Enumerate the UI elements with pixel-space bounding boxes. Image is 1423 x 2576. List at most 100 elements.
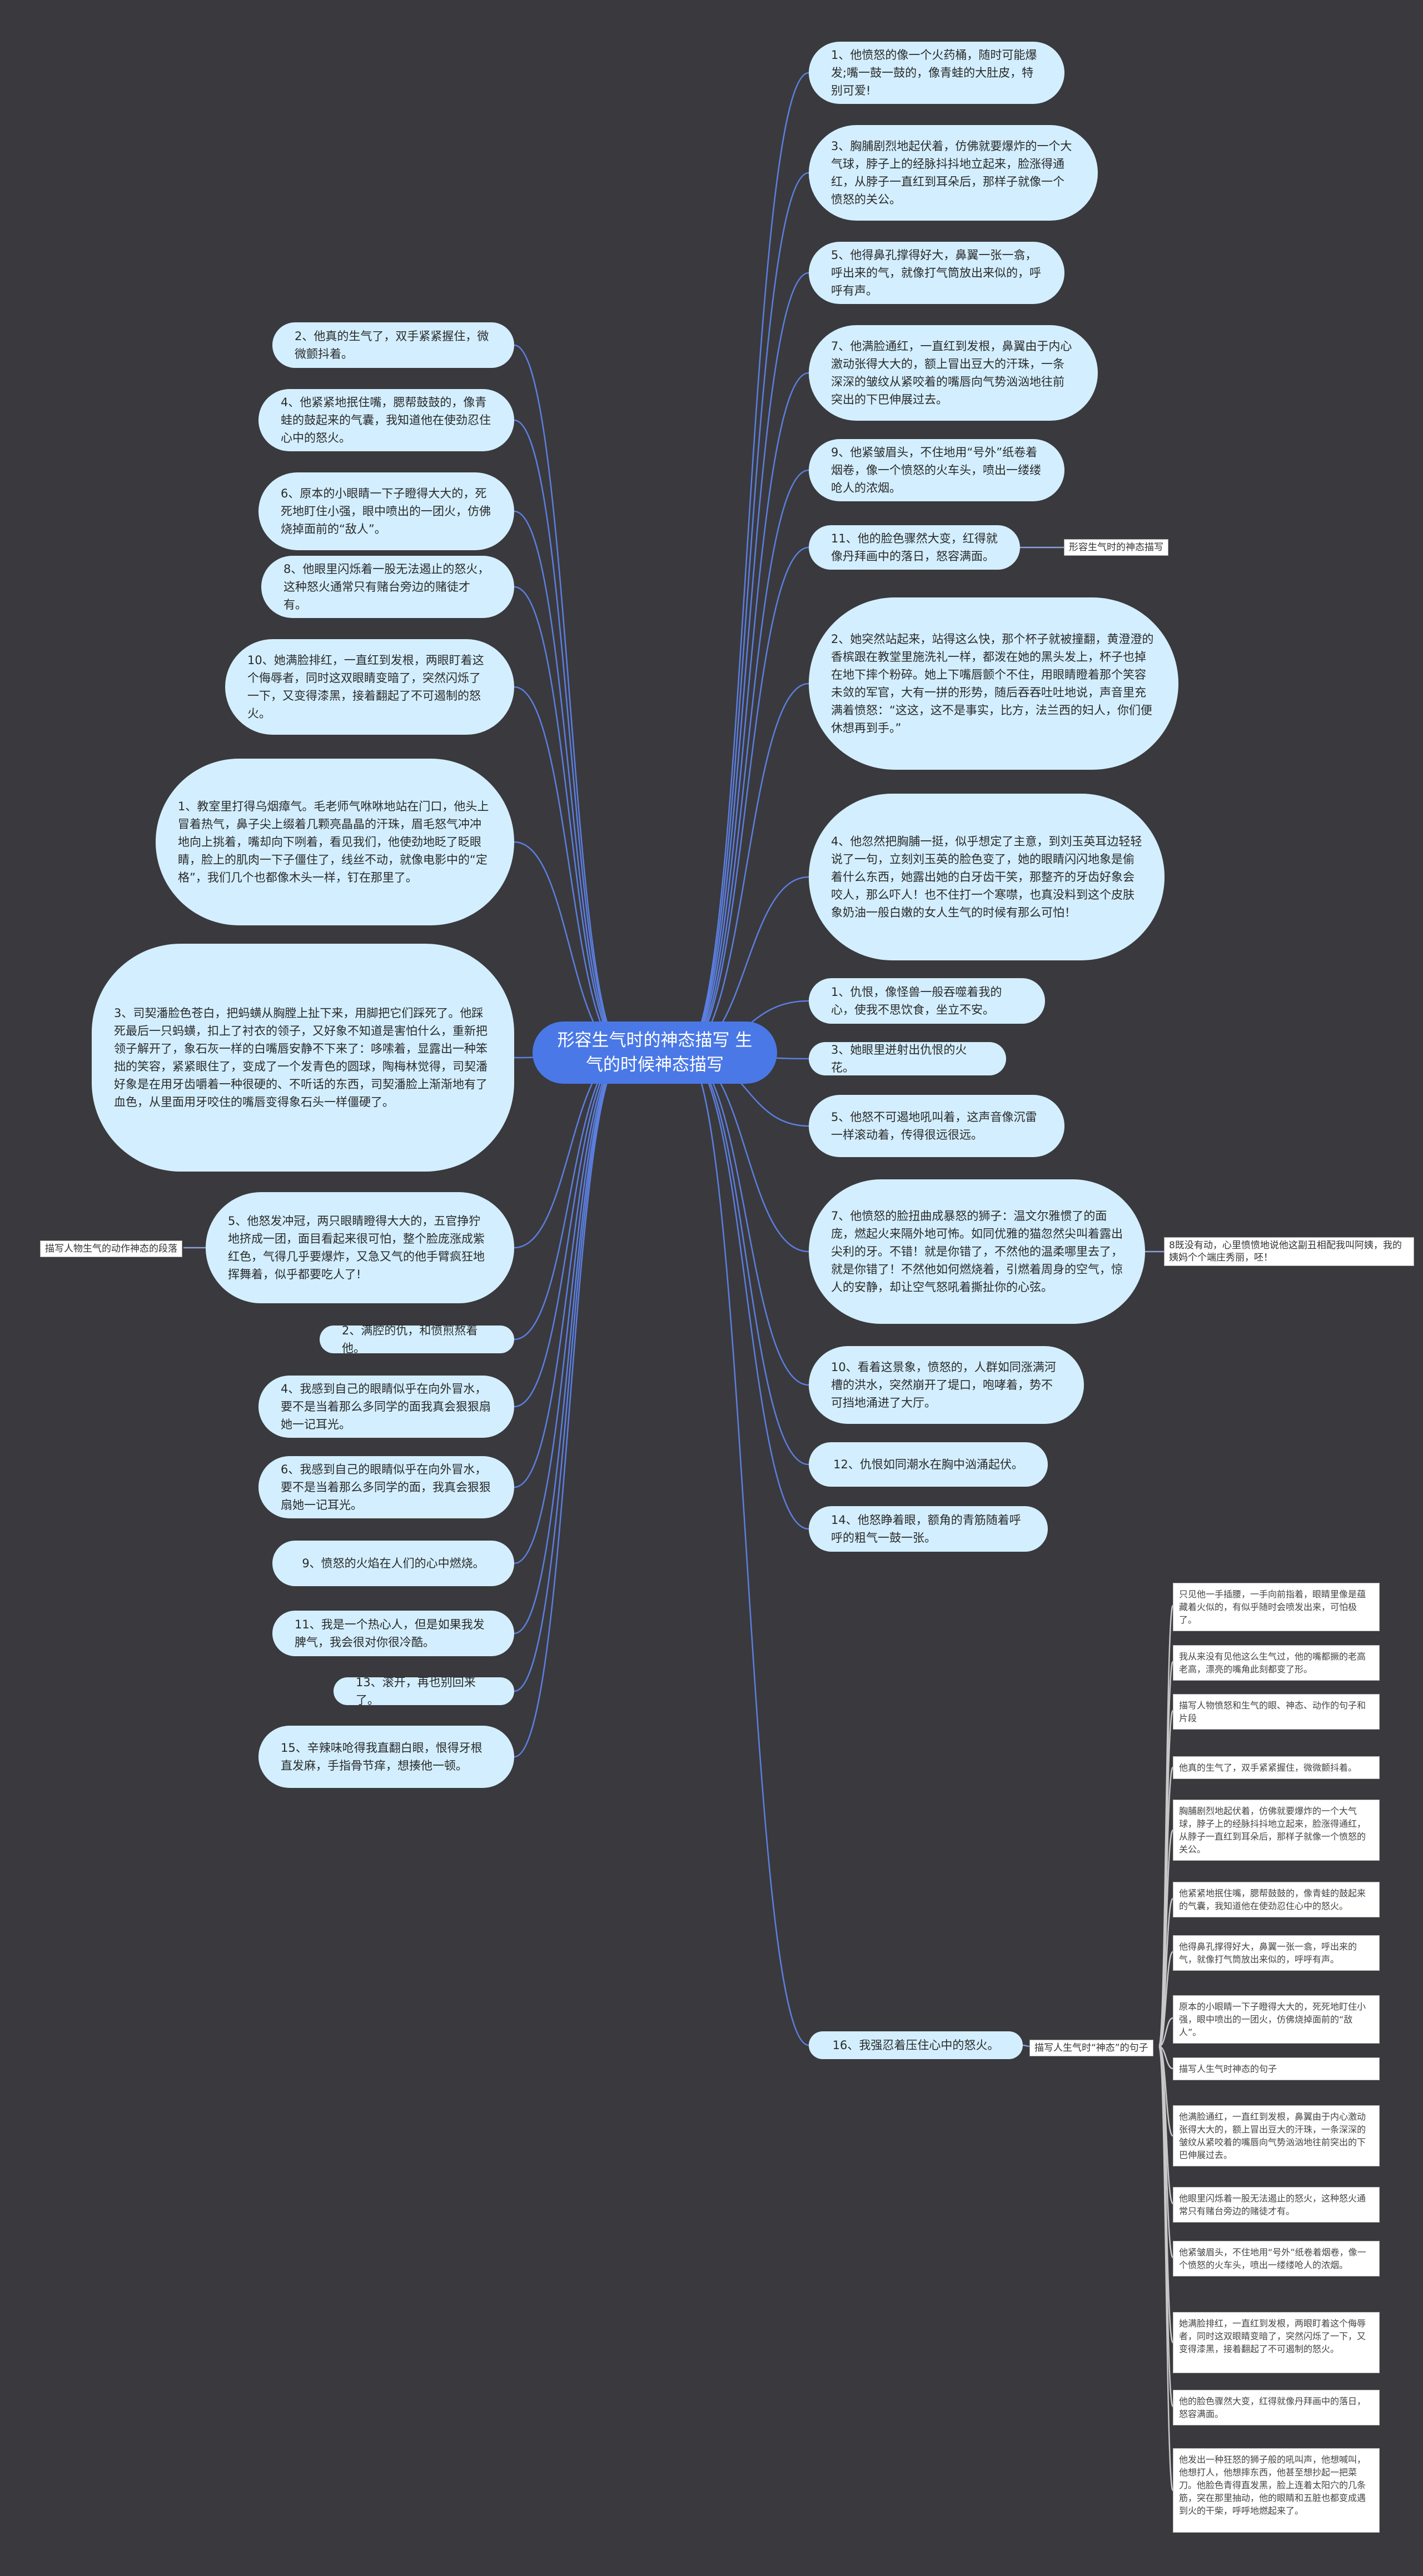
tag-character-action[interactable]: 描写人物生气的动作神态的段落 bbox=[40, 1240, 182, 1257]
left-branch-node[interactable]: 15、辛辣味呛得我直翻白眼，恨得牙根直发麻，手指骨节痒，想揍他一顿。 bbox=[258, 1726, 514, 1788]
connector-left bbox=[514, 1052, 626, 1758]
left-branch-node-text: 2、满腔的仇，和愤煎熬着他。 bbox=[342, 1324, 478, 1355]
left-branch-node[interactable]: 6、我感到自己的眼睛似乎在向外冒水，要不是当着那么多同学的面，我真会狠狠扇她一记… bbox=[258, 1456, 514, 1518]
left-branch-node-text: 6、我感到自己的眼睛似乎在向外冒水，要不是当着那么多同学的面，我真会狠狠扇她一记… bbox=[281, 1463, 491, 1512]
right-branch-node-text: 14、他怒睁着眼，额角的青筋随着呼呼的粗气一鼓一张。 bbox=[831, 1513, 1021, 1544]
leaf-node[interactable]: 他得鼻孔撑得好大，鼻翼一张一翕，呼出来的气，就像打气筒放出来似的，呼呼有声。 bbox=[1173, 1935, 1380, 1971]
right-branch-node[interactable]: 1、他愤怒的像一个火药桶，随时可能爆发;嘴一鼓一鼓的，像青蛙的大肚皮，特别可爱! bbox=[809, 42, 1064, 104]
connector-left bbox=[514, 419, 626, 1054]
right-branch-node-text: 3、她眼里迸射出仇恨的火花。 bbox=[831, 1043, 967, 1074]
root-node[interactable]: 形容生气时的神态描写 生气的时候神态描写 bbox=[533, 1022, 777, 1084]
leaf-node[interactable]: 描写人生气时神态的句子 bbox=[1173, 2057, 1380, 2080]
connector-right bbox=[683, 272, 809, 1054]
left-branch-node-text: 4、我感到自己的眼睛似乎在向外冒水，要不是当着那么多同学的面我真会狠狠扇她一记耳… bbox=[281, 1382, 491, 1431]
connector-right bbox=[683, 682, 809, 1054]
right-branch-node-text: 5、他怒不可遏地吼叫着，这声音像沉雷一样滚动着，传得很远很远。 bbox=[831, 1110, 1037, 1142]
leaf-node[interactable]: 原本的小眼睛一下子瞪得大大的，死死地盯住小强，眼中喷出的一团火，仿佛烧掉面前的“… bbox=[1173, 1995, 1380, 2044]
right-branch-node[interactable]: 4、他忽然把胸脯一挺，似乎想定了主意，到刘玉英耳边轻轻说了一句，立刻刘玉英的脸色… bbox=[809, 794, 1165, 960]
connector-left bbox=[514, 1052, 626, 1488]
leaf-node[interactable]: 他眼里闪烁着一股无法遏止的怒火，这种怒火通常只有赌台旁边的赌徒才有。 bbox=[1173, 2187, 1380, 2223]
leaf-node[interactable]: 他真的生气了，双手紧紧握住，微微颤抖着。 bbox=[1173, 1756, 1380, 1779]
left-branch-node-text: 13、滚开，再也别回来了。 bbox=[356, 1676, 476, 1707]
connector-right bbox=[683, 1052, 809, 1466]
left-branch-node[interactable]: 2、满腔的仇，和愤煎熬着他。 bbox=[320, 1324, 514, 1355]
left-branch-node[interactable]: 11、我是一个热心人，但是如果我发脾气，我会很对你很冷酷。 bbox=[272, 1611, 514, 1656]
connector-right bbox=[683, 72, 809, 1054]
right-branch-node[interactable]: 7、他愤怒的脸扭曲成暴怒的狮子：温文尔雅惯了的面庞，燃起火来隔外地可怖。如同优雅… bbox=[809, 1179, 1145, 1324]
left-branch-node-text: 15、辛辣味呛得我直翻白眼，恨得牙根直发麻，手指骨节痒，想揍他一顿。 bbox=[281, 1741, 482, 1772]
right-branch-node[interactable]: 12、仇恨如同潮水在胸中汹涌起伏。 bbox=[809, 1442, 1048, 1487]
leaf-node[interactable]: 描写人物愤怒和生气的眼、神态、动作的句子和片段 bbox=[1173, 1694, 1380, 1730]
right-branch-node-text: 16、我强忍着压住心中的怒火。 bbox=[832, 2039, 999, 2052]
left-branch-node-text: 11、我是一个热心人，但是如果我发脾气，我会很对你很冷酷。 bbox=[295, 1618, 485, 1649]
leaf-node[interactable]: 他满脸通红，一直红到发根，鼻翼由于内心激动张得大大的，额上冒出豆大的汗珠，一条深… bbox=[1173, 2105, 1380, 2166]
right-branch-node[interactable]: 3、胸脯剧烈地起伏着，仿佛就要爆炸的一个大气球，脖子上的经脉抖抖地立起来，脸涨得… bbox=[809, 125, 1098, 221]
right-branch-node[interactable]: 9、他紧皱眉头，不住地用“号外”纸卷着烟卷，像一个愤怒的火车头，喷出一缕缕呛人的… bbox=[809, 439, 1064, 501]
connector-right bbox=[683, 1052, 809, 2046]
connector-left bbox=[514, 1052, 626, 1564]
connector-leaf bbox=[1158, 2045, 1174, 2492]
tag-note-right[interactable]: 8既没有动，心里愤愤地说他这副丑相配我叫阿姨，我的姨妈个个端庄秀丽，呸！ bbox=[1164, 1237, 1414, 1266]
left-branch-node-text: 2、他真的生气了，双手紧紧握住，微微颤抖着。 bbox=[295, 330, 489, 361]
right-branch-node[interactable]: 14、他怒睁着眼，额角的青筋随着呼呼的粗气一鼓一张。 bbox=[809, 1506, 1048, 1552]
right-branch-node[interactable]: 7、他满脸通红，一直红到发根，鼻翼由于内心激动张得大大的，额上冒出豆大的汗珠，一… bbox=[809, 325, 1098, 421]
right-branch-node-text: 1、仇恨，像怪兽一般吞噬着我的心，使我不思饮食，坐立不安。 bbox=[831, 985, 1002, 1017]
right-branch-node[interactable]: 10、看着这景象，愤怒的，人群如同涨满河槽的洪水，突然崩开了堤口，咆哮着，势不可… bbox=[809, 1346, 1084, 1424]
tag-anger-sentences[interactable]: 描写人生气时“神态”的句子 bbox=[1029, 2040, 1153, 2056]
connector-right bbox=[683, 546, 809, 1054]
leaf-node[interactable]: 我从来没有见他这么生气过，他的嘴都撅的老高老高，漂亮的嘴角此刻都变了形。 bbox=[1173, 1645, 1380, 1681]
left-branch-node-text: 3、司契潘脸色苍白，把蚂蟥从胸膛上扯下来，用脚把它们踩死了。他踩死最后一只蚂蟥，… bbox=[114, 1007, 487, 1109]
left-branch-node[interactable]: 2、他真的生气了，双手紧紧握住，微微颤抖着。 bbox=[272, 322, 514, 368]
connector-right bbox=[683, 1052, 809, 1386]
right-branch-node-text: 10、看着这景象，愤怒的，人群如同涨满河槽的洪水，突然崩开了堤口，咆哮着，势不可… bbox=[831, 1361, 1056, 1409]
left-branch-node[interactable]: 5、他怒发冲冠，两只眼睛瞪得大大的，五官挣狞地挤成一团，面目看起来很可怕，整个脸… bbox=[206, 1192, 514, 1303]
right-branch-node-text: 2、她突然站起来，站得这么快，那个杯子就被撞翻，黄澄澄的香槟跟在教堂里施洗礼一样… bbox=[831, 632, 1154, 735]
left-branch-node[interactable]: 3、司契潘脸色苍白，把蚂蟥从胸膛上扯下来，用脚把它们踩死了。他踩死最后一只蚂蟥，… bbox=[92, 944, 514, 1172]
leaf-node[interactable]: 他发出一种狂怒的狮子般的吼叫声，他想喊叫，他想打人，他想摔东西，他甚至想抄起一把… bbox=[1173, 2448, 1380, 2533]
right-branch-node-text: 5、他得鼻孔撑得好大，鼻翼一张一翕，呼出来的气，就像打气筒放出来似的，呼呼有声。 bbox=[831, 248, 1041, 297]
left-branch-node[interactable]: 4、他紧紧地抿住嘴，腮帮鼓鼓的，像青蛙的鼓起来的气囊，我知道他在使劲忍住心中的怒… bbox=[258, 389, 514, 451]
connector-left bbox=[514, 510, 626, 1054]
right-branch-node-text: 12、仇恨如同潮水在胸中汹涌起伏。 bbox=[833, 1458, 1023, 1471]
right-branch-node[interactable]: 3、她眼里迸射出仇恨的火花。 bbox=[809, 1042, 1006, 1075]
connector-left bbox=[514, 1052, 626, 1341]
connector-left bbox=[514, 1052, 626, 1692]
right-branch-node[interactable]: 1、仇恨，像怪兽一般吞噬着我的心，使我不思饮食，坐立不安。 bbox=[809, 978, 1045, 1024]
left-branch-node-text: 5、他怒发冲冠，两只眼睛瞪得大大的，五官挣狞地挤成一团，面目看起来很可怕，整个脸… bbox=[228, 1214, 485, 1281]
left-branch-node[interactable]: 6、原本的小眼睛一下子瞪得大大的，死死地盯住小强，眼中喷出的一团火，仿佛烧掉面前… bbox=[258, 472, 514, 550]
leaf-node[interactable]: 胸脯剧烈地起伏着，仿佛就要爆炸的一个大气球，脖子上的经脉抖抖地立起来，脸涨得通红… bbox=[1173, 1800, 1380, 1861]
left-branch-node[interactable]: 13、滚开，再也别回来了。 bbox=[334, 1676, 514, 1707]
left-branch-node[interactable]: 4、我感到自己的眼睛似乎在向外冒水，要不是当着那么多同学的面我真会狠狠扇她一记耳… bbox=[258, 1376, 514, 1438]
left-branch-node-text: 1、教室里打得乌烟瘴气。毛老师气咻咻地站在门口，他头上冒着热气，鼻子尖上缀着几颗… bbox=[178, 800, 489, 884]
left-branch-node[interactable]: 10、她满脸排红，一直红到发根，两眼盯着这个侮辱者，同时这双眼睛变暗了，突然闪烁… bbox=[225, 639, 514, 735]
right-branch-node[interactable]: 5、他得鼻孔撑得好大，鼻翼一张一翕，呼出来的气，就像打气筒放出来似的，呼呼有声。 bbox=[809, 242, 1064, 304]
tag-anger-expression[interactable]: 形容生气时的神态描写 bbox=[1064, 539, 1168, 556]
right-branch-node-text: 7、他愤怒的脸扭曲成暴怒的狮子：温文尔雅惯了的面庞，燃起火来隔外地可怖。如同优雅… bbox=[831, 1209, 1123, 1294]
left-branch-node[interactable]: 9、愤怒的火焰在人们的心中燃烧。 bbox=[272, 1541, 514, 1586]
leaf-node[interactable]: 只见他一手插腰，一手向前指着，眼睛里像是蕴藏着火似的，有似乎随时会喷发出来，可怕… bbox=[1173, 1583, 1380, 1631]
leaf-node[interactable]: 他的脸色骤然大变，红得就像丹拜画中的落日，怒容满面。 bbox=[1173, 2390, 1380, 2425]
right-branch-node-text: 4、他忽然把胸脯一挺，似乎想定了主意，到刘玉英耳边轻轻说了一句，立刻刘玉英的脸色… bbox=[831, 835, 1142, 919]
leaf-node[interactable]: 他紧皱眉头，不住地用“号外”纸卷着烟卷，像一个愤怒的火车头，喷出一缕缕呛人的浓烟… bbox=[1173, 2241, 1380, 2276]
left-branch-node-text: 4、他紧紧地抿住嘴，腮帮鼓鼓的，像青蛙的鼓起来的气囊，我知道他在使劲忍住心中的怒… bbox=[281, 396, 491, 445]
left-branch-node[interactable]: 8、他眼里闪烁着一股无法遏止的怒火，这种怒火通常只有赌台旁边的赌徒才有。 bbox=[261, 556, 514, 618]
connector-left bbox=[514, 1052, 626, 1408]
right-branch-node[interactable]: 5、他怒不可遏地吼叫着，这声音像沉雷一样滚动着，传得很远很远。 bbox=[809, 1095, 1064, 1157]
right-branch-node[interactable]: 11、他的脸色骤然大变，红得就像丹拜画中的落日，怒容满面。 bbox=[809, 525, 1020, 570]
left-branch-node[interactable]: 1、教室里打得乌烟瘴气。毛老师气咻咻地站在门口，他头上冒着热气，鼻子尖上缀着几颗… bbox=[156, 759, 514, 925]
right-branch-node-text: 3、胸脯剧烈地起伏着，仿佛就要爆炸的一个大气球，脖子上的经脉抖抖地立起来，脸涨得… bbox=[831, 139, 1072, 206]
right-branch-node[interactable]: 2、她突然站起来，站得这么快，那个杯子就被撞翻，黄澄澄的香槟跟在教堂里施洗礼一样… bbox=[809, 597, 1178, 770]
leaf-node[interactable]: 他紧紧地抿住嘴，腮帮鼓鼓的，像青蛙的鼓起来的气囊，我知道他在使劲忍住心中的怒火。 bbox=[1173, 1882, 1380, 1917]
connector-left bbox=[514, 586, 626, 1054]
root-node-label: 形容生气时的神态描写 生气的时候神态描写 bbox=[557, 1030, 753, 1075]
right-branch-node-text: 9、他紧皱眉头，不住地用“号外”纸卷着烟卷，像一个愤怒的火车头，喷出一缕缕呛人的… bbox=[831, 446, 1041, 495]
right-branch-node[interactable]: 16、我强忍着压住心中的怒火。 bbox=[809, 2031, 1023, 2059]
right-branch-node-text: 11、他的脸色骤然大变，红得就像丹拜画中的落日，怒容满面。 bbox=[831, 532, 998, 563]
connector-left bbox=[514, 1052, 626, 1635]
right-branch-node-text: 1、他愤怒的像一个火药桶，随时可能爆发;嘴一鼓一鼓的，像青蛙的大肚皮，特别可爱! bbox=[831, 48, 1037, 97]
connector-right bbox=[683, 172, 809, 1054]
leaf-node[interactable]: 她满脸排红，一直红到发根，两眼盯着这个侮辱者，同时这双眼睛变暗了，突然闪烁了一下… bbox=[1173, 2312, 1380, 2373]
left-branch-node-text: 6、原本的小眼睛一下子瞪得大大的，死死地盯住小强，眼中喷出的一团火，仿佛烧掉面前… bbox=[281, 487, 491, 536]
connector-tag bbox=[1022, 2044, 1030, 2047]
left-branch-node-text: 8、他眼里闪烁着一股无法遏止的怒火，这种怒火通常只有赌台旁边的赌徒才有。 bbox=[283, 562, 490, 611]
